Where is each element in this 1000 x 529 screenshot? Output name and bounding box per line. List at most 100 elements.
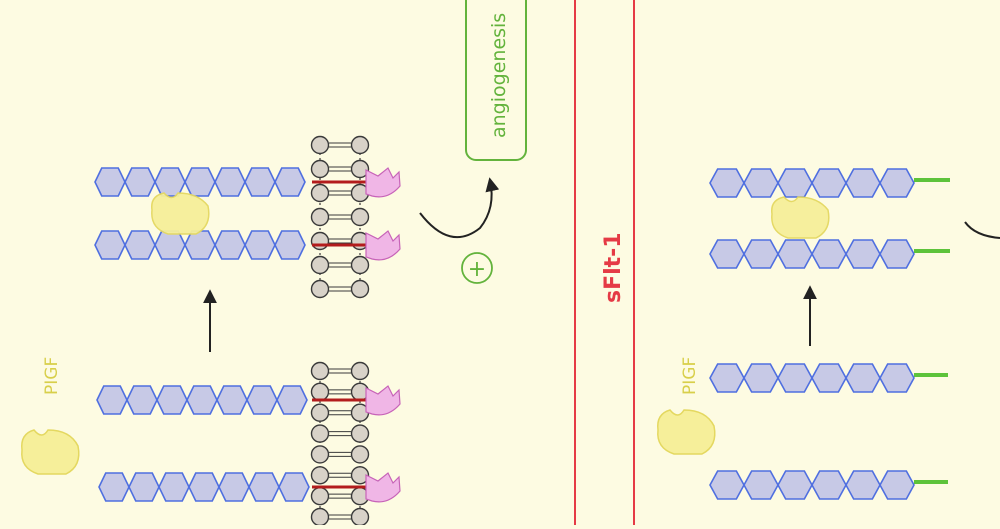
ig-domain — [246, 385, 278, 415]
ig-domain — [244, 167, 276, 197]
lipid-head — [350, 279, 370, 299]
curved-arrow-to-angiogenesis — [419, 177, 500, 238]
ig-domain — [709, 168, 745, 198]
pigf-label-right: PIGF — [680, 357, 700, 395]
pigf-ligand-bound — [151, 192, 210, 235]
ig-domain — [96, 385, 128, 415]
ig-domain — [94, 167, 126, 197]
angiogenesis-box: angiogenesis — [465, 0, 527, 161]
ig-domain — [184, 230, 216, 260]
ig-domain — [276, 385, 308, 415]
lipid-head — [310, 486, 330, 506]
lipid-head — [350, 445, 370, 464]
ig-domain — [154, 230, 186, 260]
ig-domain — [811, 363, 847, 393]
lipid-head — [310, 403, 330, 422]
ig-domain — [94, 230, 126, 260]
ig-domain — [743, 168, 779, 198]
ig-domain — [124, 167, 156, 197]
ig-domain — [124, 230, 156, 260]
lipid-head — [310, 279, 330, 299]
ig-domain — [743, 363, 779, 393]
receptor-left-bottom-1 — [96, 385, 401, 416]
partial-arrow-right — [964, 221, 1000, 239]
ig-domain — [158, 472, 190, 502]
plus-symbol: + — [468, 257, 486, 282]
ig-domain — [278, 472, 310, 502]
lipid-head — [350, 507, 370, 527]
ig-domain — [216, 385, 248, 415]
pigf-ligand-bound-right — [771, 196, 830, 239]
lipid-head — [310, 507, 330, 527]
lipid-head — [310, 135, 330, 155]
ig-domain — [743, 239, 779, 269]
ig-domain — [811, 168, 847, 198]
ig-domain — [879, 363, 915, 393]
ig-domain — [186, 385, 218, 415]
ig-domain — [777, 168, 813, 198]
ig-domain — [156, 385, 188, 415]
stimulation-plus: + — [461, 252, 493, 284]
ig-domain — [811, 470, 847, 500]
lipid-head — [350, 255, 370, 275]
sflt-divider: sFlt-1 — [574, 0, 635, 525]
lipid-head — [310, 382, 330, 402]
sflt-label: sFlt-1 — [601, 232, 626, 303]
kinase-domain — [365, 385, 401, 416]
pigf-ligand-free-right — [657, 409, 716, 455]
ig-domain — [709, 363, 745, 393]
ig-domain — [128, 472, 160, 502]
ig-domain — [214, 230, 246, 260]
soluble-receptor-right-bottom-2 — [709, 470, 948, 500]
ig-domain — [743, 470, 779, 500]
lipid-head — [310, 255, 330, 275]
lipid-head — [310, 445, 330, 464]
lipid-head — [350, 207, 370, 227]
lipid-head — [310, 231, 330, 251]
lipid-head — [350, 135, 370, 155]
ig-domain — [845, 470, 881, 500]
membrane-left-top — [310, 135, 370, 299]
kinase-domain — [365, 472, 401, 503]
soluble-receptor-right-top-2 — [709, 239, 950, 269]
ig-domain — [709, 239, 745, 269]
lipid-head — [310, 424, 330, 443]
angiogenesis-label: angiogenesis — [488, 13, 510, 138]
ig-domain — [218, 472, 250, 502]
ig-domain — [214, 167, 246, 197]
ig-domain — [248, 472, 280, 502]
lipid-head — [310, 159, 330, 179]
soluble-receptor-right-bottom-1 — [709, 363, 948, 393]
pigf-ligand-free-left — [21, 429, 80, 475]
lipid-head — [350, 424, 370, 443]
pigf-label-left: PIGF — [42, 357, 62, 395]
soluble-receptor-right-top-1 — [709, 168, 950, 198]
ig-domain — [244, 230, 276, 260]
ig-domain — [845, 168, 881, 198]
ig-domain — [879, 168, 915, 198]
ig-domain — [98, 472, 130, 502]
ig-domain — [777, 470, 813, 500]
lipid-head — [310, 207, 330, 227]
lipid-head — [310, 361, 330, 381]
ig-domain — [811, 239, 847, 269]
ig-domain — [184, 167, 216, 197]
lipid-head — [350, 159, 370, 179]
ig-domain — [154, 167, 186, 197]
lipid-head — [350, 361, 370, 381]
ig-domain — [879, 239, 915, 269]
lipid-head — [350, 466, 370, 485]
ig-domain — [274, 230, 306, 260]
receptor-left-top-2 — [94, 230, 401, 261]
kinase-domain — [365, 167, 401, 198]
ig-domain — [274, 167, 306, 197]
ig-domain — [188, 472, 220, 502]
ig-domain — [845, 363, 881, 393]
kinase-domain — [365, 230, 401, 261]
ig-domain — [879, 470, 915, 500]
ig-domain — [777, 239, 813, 269]
ig-domain — [709, 470, 745, 500]
lipid-head — [310, 183, 330, 203]
